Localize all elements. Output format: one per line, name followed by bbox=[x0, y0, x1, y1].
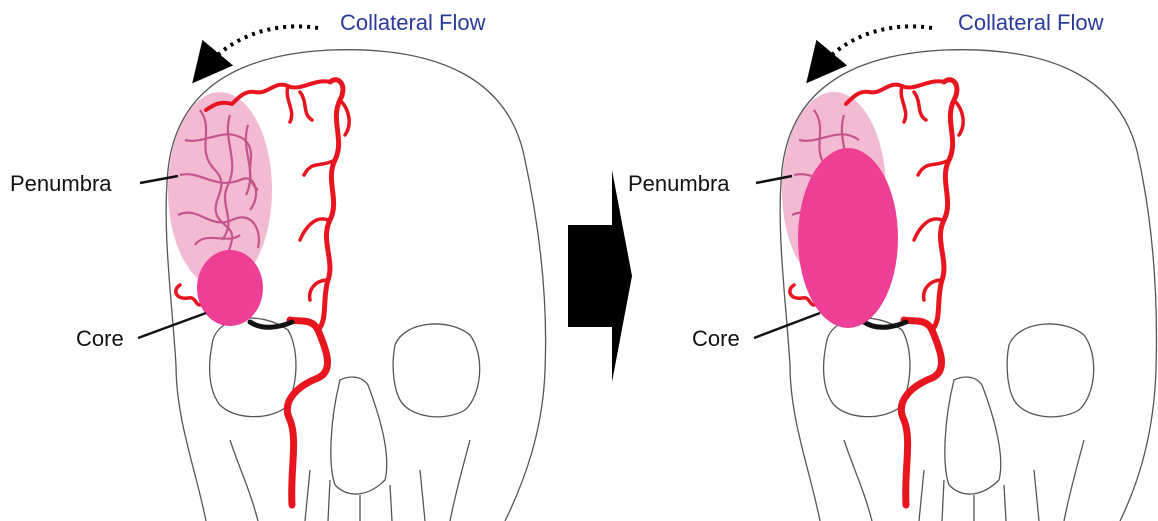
right-arrow-icon bbox=[568, 170, 632, 382]
core-label: Core bbox=[76, 326, 124, 351]
dotted-curved-arrow-icon bbox=[205, 26, 318, 68]
collateral-flow-label: Collateral Flow bbox=[340, 10, 486, 35]
occluded-artery-right bbox=[864, 322, 906, 327]
panel-after: Collateral Flow Penumbra Core bbox=[628, 10, 1156, 521]
occluded-artery bbox=[250, 322, 292, 327]
collateral-flow-label-right: Collateral Flow bbox=[958, 10, 1104, 35]
penumbra-label: Penumbra bbox=[10, 171, 112, 196]
core-leader-right bbox=[754, 313, 820, 338]
panel-before: Collateral Flow Penumbra Core bbox=[10, 10, 546, 521]
dotted-curved-arrow-icon-right bbox=[819, 26, 932, 68]
core-label-right: Core bbox=[692, 326, 740, 351]
penumbra-label-right: Penumbra bbox=[628, 171, 730, 196]
core-infarct bbox=[197, 250, 263, 326]
core-infarct-expanded bbox=[798, 148, 898, 328]
